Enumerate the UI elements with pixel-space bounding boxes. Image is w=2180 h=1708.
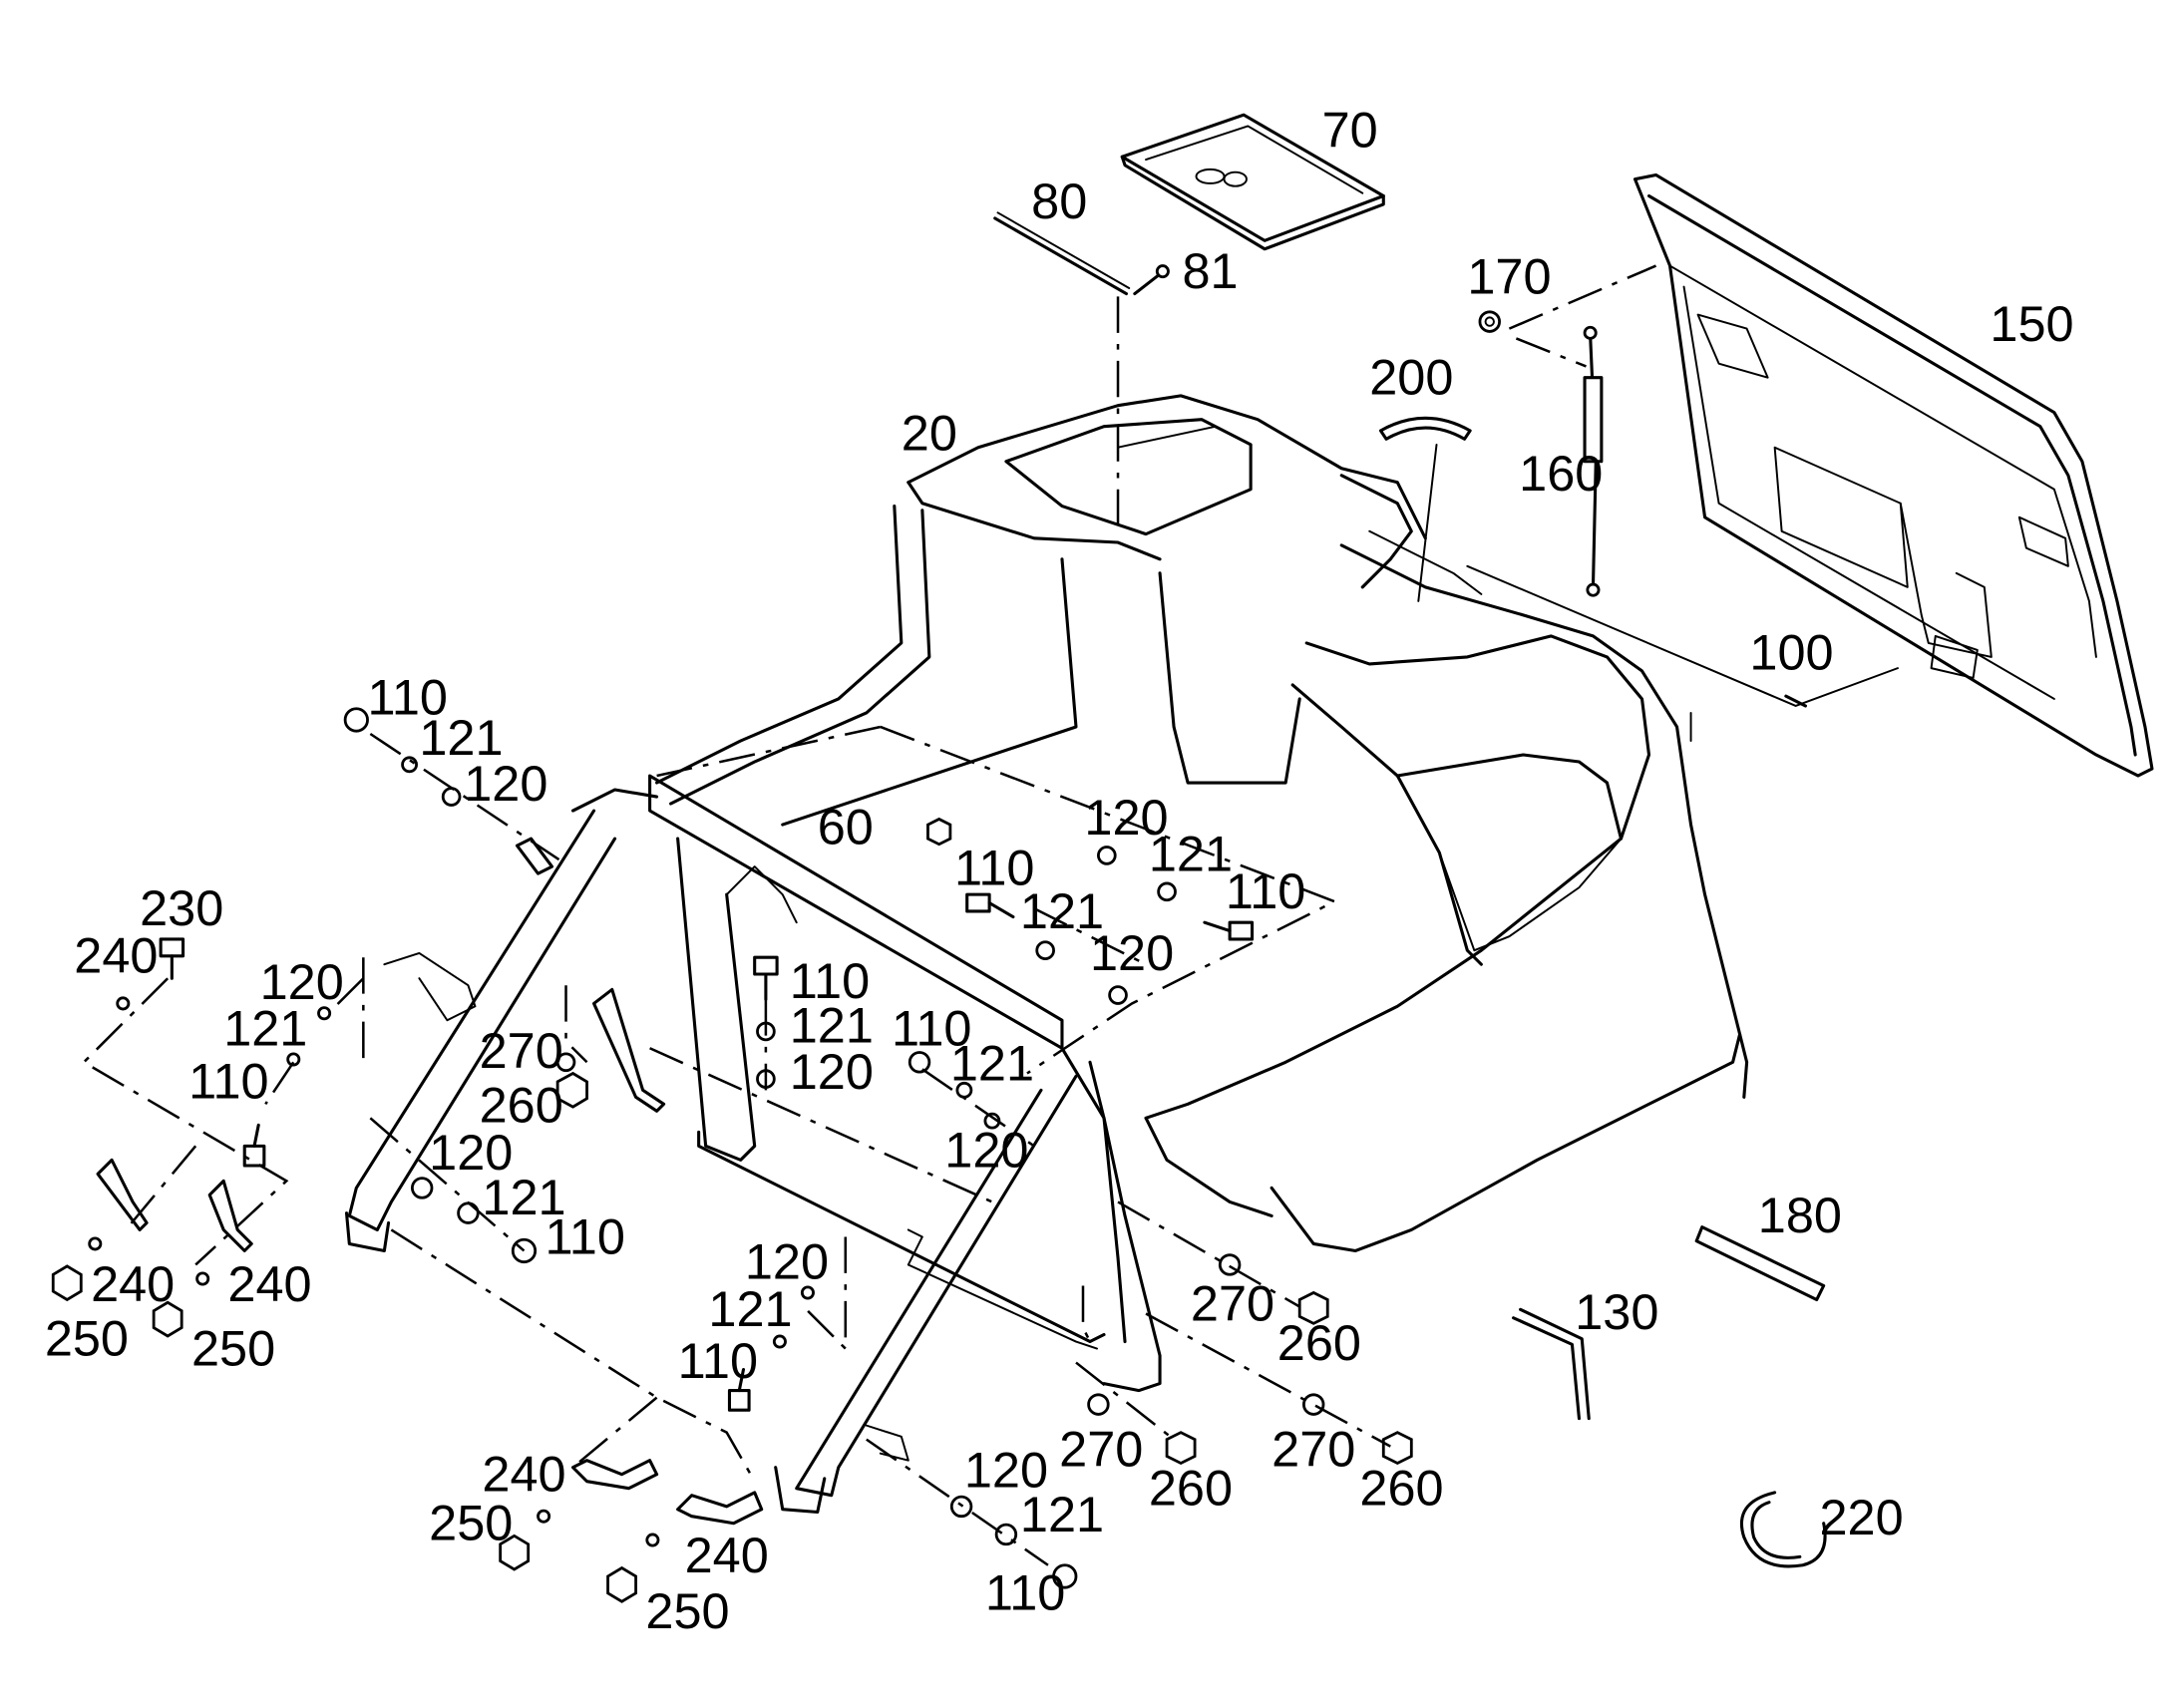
callout-120: 120 <box>464 755 547 812</box>
callout-240: 240 <box>482 1445 565 1502</box>
part-180-tube <box>1694 1225 1826 1302</box>
part-80-rod <box>993 211 1131 296</box>
callout-230: 230 <box>140 879 223 936</box>
callout-170: 170 <box>1467 248 1551 305</box>
callout-240: 240 <box>227 1255 311 1312</box>
callout-120: 120 <box>964 1441 1048 1498</box>
callout-260: 260 <box>1277 1314 1361 1371</box>
callout-110: 110 <box>678 1332 758 1389</box>
callout-110: 110 <box>954 839 1034 895</box>
callout-121: 121 <box>708 1280 792 1337</box>
callout-121: 121 <box>950 1035 1034 1092</box>
callout-110: 110 <box>790 952 870 1009</box>
callout-120: 120 <box>790 1043 874 1100</box>
part-200-clip <box>1378 416 1472 602</box>
callout-240: 240 <box>685 1527 769 1583</box>
part-20-hood-body <box>655 394 1749 1253</box>
callout-121: 121 <box>1149 825 1233 881</box>
leader-lines <box>82 725 1391 1566</box>
callout-180: 180 <box>1758 1187 1842 1243</box>
callout-110: 110 <box>892 999 971 1056</box>
callout-110: 110 <box>368 668 448 725</box>
callout-160: 160 <box>1519 445 1603 502</box>
callout-220: 220 <box>1819 1489 1903 1545</box>
callout-121: 121 <box>223 999 307 1056</box>
left-brace <box>344 809 617 1253</box>
callout-270: 270 <box>1272 1420 1355 1477</box>
callout-250: 250 <box>645 1582 729 1639</box>
callout-260: 260 <box>1359 1459 1443 1516</box>
part-160-gas-strut <box>1583 325 1604 597</box>
callout-270: 270 <box>1191 1275 1274 1332</box>
callout-110: 110 <box>545 1207 624 1264</box>
part-60-front-frame <box>570 774 1162 1393</box>
part-100-pin <box>1466 564 1899 742</box>
part-220-hose-clamp <box>1739 1491 1827 1568</box>
callout-120: 120 <box>944 1121 1028 1178</box>
callout-250: 250 <box>429 1495 513 1551</box>
callout-250: 250 <box>191 1319 275 1376</box>
callout-121: 121 <box>419 709 503 766</box>
callout-260: 260 <box>480 1077 563 1134</box>
callout-60: 60 <box>818 799 874 855</box>
callout-110: 110 <box>1226 862 1305 919</box>
part-170-nut <box>1478 310 1501 333</box>
callout-240: 240 <box>91 1255 175 1312</box>
callout-labels: 70 80 81 170 150 200 20 160 100 110 121 … <box>45 101 2074 1638</box>
callout-80: 80 <box>1031 172 1087 229</box>
callout-130: 130 <box>1575 1283 1658 1340</box>
callout-20: 20 <box>902 405 957 462</box>
callout-121: 121 <box>1020 882 1104 939</box>
part-70-top-cover <box>1120 113 1385 251</box>
callout-270: 270 <box>480 1022 563 1079</box>
center-bracket <box>592 987 666 1113</box>
callout-100: 100 <box>1749 624 1833 681</box>
callout-120: 120 <box>429 1124 513 1181</box>
bolts-110 <box>159 707 1255 1589</box>
part-130-hex-key <box>1512 1307 1591 1421</box>
callout-81: 81 <box>1182 242 1238 299</box>
callout-120: 120 <box>1090 924 1174 981</box>
callout-120: 120 <box>745 1232 829 1289</box>
nuts <box>51 817 1413 1603</box>
callout-70: 70 <box>1322 101 1378 158</box>
callout-110: 110 <box>985 1564 1065 1621</box>
callout-150: 150 <box>1990 295 2073 352</box>
callout-270: 270 <box>1059 1420 1143 1477</box>
callout-260: 260 <box>1149 1459 1233 1516</box>
callout-110: 110 <box>188 1053 268 1110</box>
part-150-rear-door <box>1633 172 2154 778</box>
callout-120: 120 <box>1084 789 1168 846</box>
callout-240: 240 <box>74 927 158 984</box>
callout-120: 120 <box>260 953 344 1010</box>
callout-121: 121 <box>1020 1486 1104 1542</box>
leader-line <box>1508 264 1657 368</box>
callout-250: 250 <box>45 1310 129 1367</box>
callout-200: 200 <box>1369 348 1453 405</box>
right-brace <box>774 1074 1098 1515</box>
callout-121: 121 <box>482 1169 565 1225</box>
callout-121: 121 <box>790 997 874 1054</box>
left-support-brackets <box>96 1158 764 1526</box>
part-81-screw <box>1133 264 1170 296</box>
